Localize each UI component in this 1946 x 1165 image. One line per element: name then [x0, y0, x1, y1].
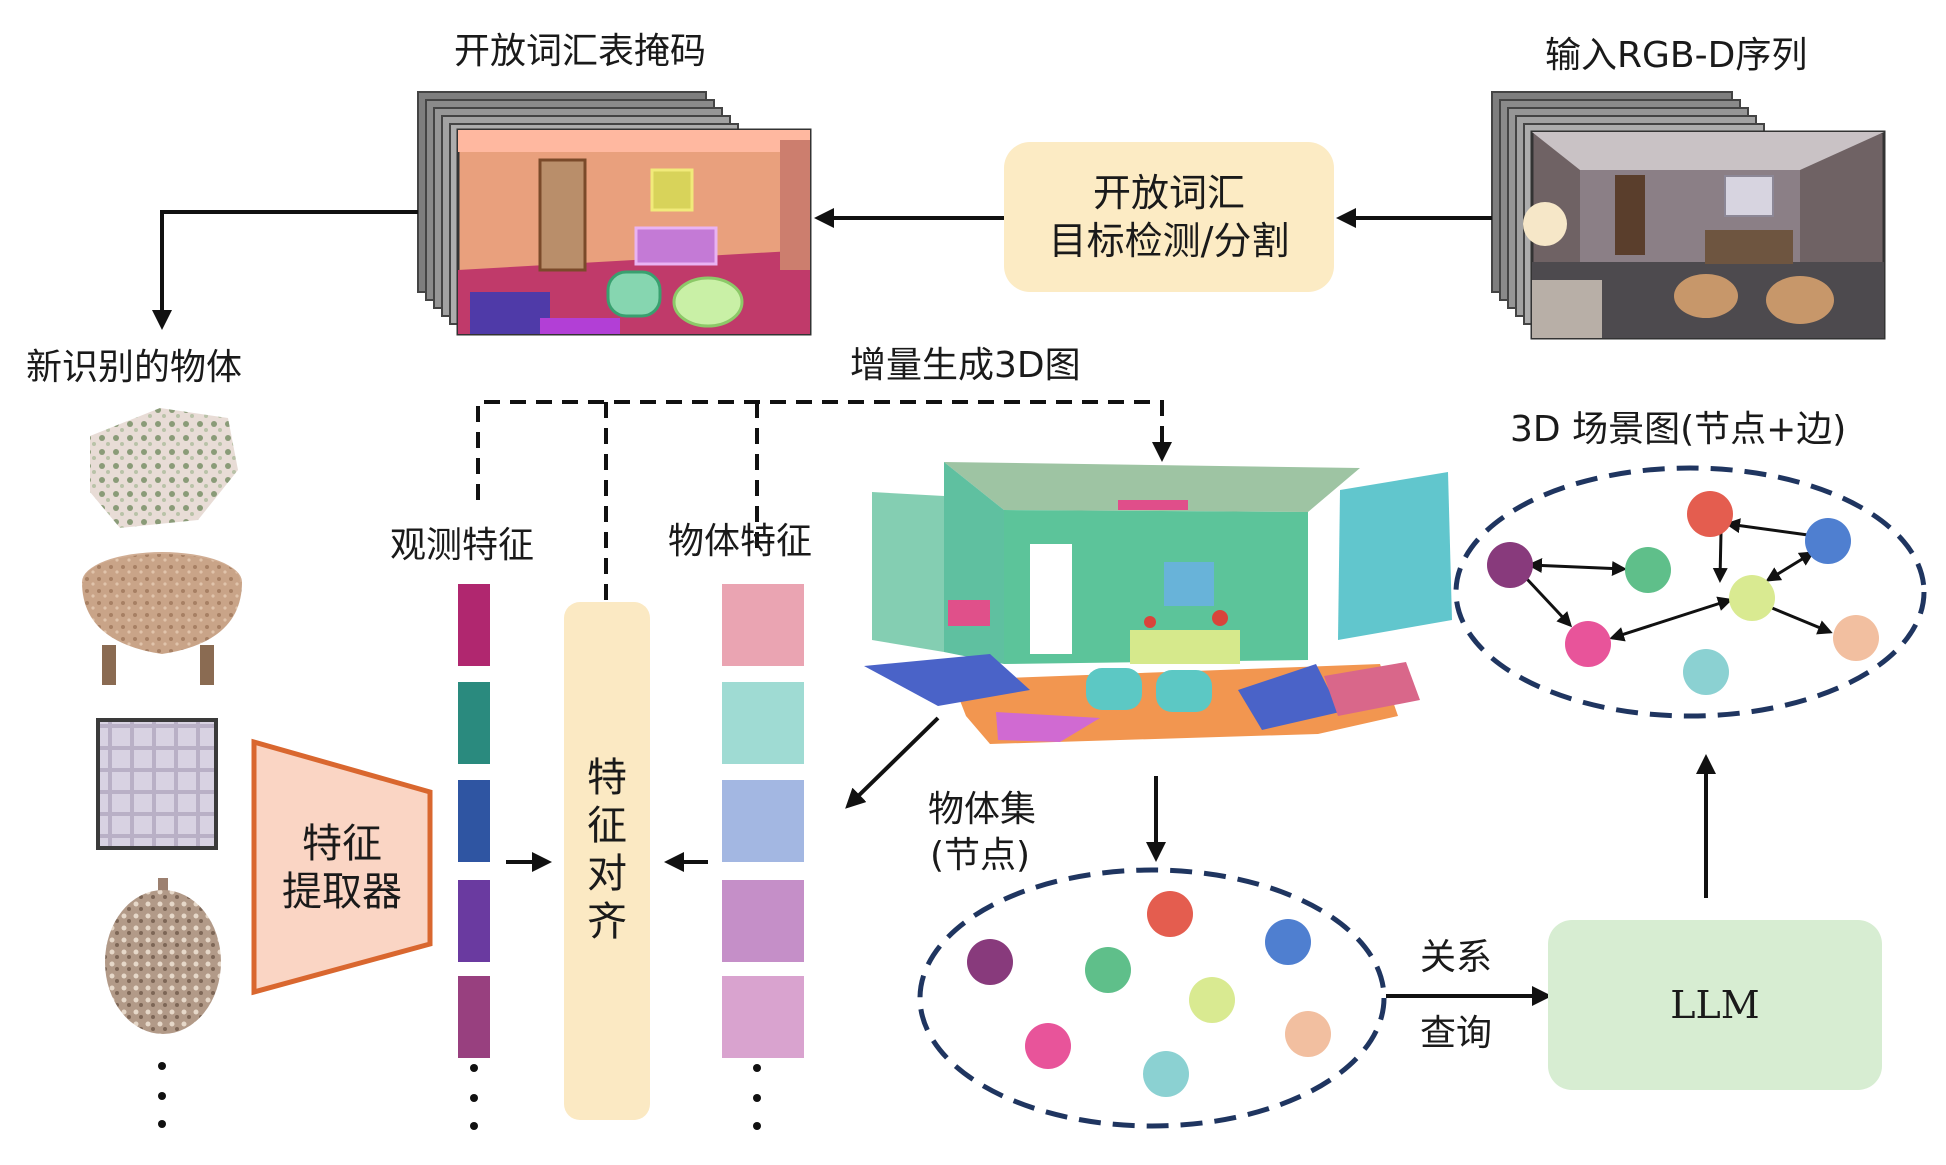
object-stool — [82, 552, 242, 685]
scene-graph-title: 3D 场景图(节点+边) — [1510, 412, 1846, 448]
object-vase — [105, 878, 221, 1034]
arrow-map-to-object-features — [848, 718, 938, 806]
arrow-masks-to-objects — [162, 212, 418, 326]
object-set-node — [1143, 1051, 1189, 1097]
scene-graph-edge — [1772, 608, 1830, 632]
alignment-char: 齐 — [587, 898, 627, 946]
new-objects-title: 新识别的物体 — [26, 350, 242, 386]
mask-image — [458, 130, 810, 334]
scene-graph-edge — [1526, 578, 1570, 625]
object-features-title: 物体特征 — [668, 524, 812, 560]
scene-graph-edge — [1768, 553, 1812, 580]
observation-features-title: 观测特征 — [390, 528, 534, 564]
scene-graph-node — [1729, 575, 1775, 621]
input-title: 输入RGB-D序列 — [1545, 38, 1807, 74]
point-cloud-3d-map — [864, 462, 1452, 744]
object-set-node — [1025, 1023, 1071, 1069]
scene-graph-edge — [1612, 600, 1730, 638]
observation-feature-block — [458, 976, 490, 1058]
object-set-node — [1285, 1011, 1331, 1057]
object-set-node — [1085, 947, 1131, 993]
rgbd-image — [1523, 132, 1884, 338]
object-feature-column — [722, 584, 804, 1058]
mask-frames-stack — [418, 92, 810, 334]
alignment-char: 征 — [587, 802, 627, 850]
object-set-node — [1189, 977, 1235, 1023]
observation-feature-block — [458, 682, 490, 764]
alignment-char: 特 — [587, 754, 627, 802]
observation-feature-block — [458, 880, 490, 962]
incremental-graph-title: 增量生成3D图 — [850, 348, 1081, 384]
scene-graph-edge — [1530, 565, 1624, 569]
object-list — [82, 408, 242, 1034]
object-curtain — [90, 408, 238, 528]
scene-graph-node — [1805, 518, 1851, 564]
object-list-ellipsis — [158, 1062, 166, 1128]
object-feature-ellipsis — [753, 1064, 761, 1130]
llm-label: LLM — [1548, 920, 1882, 1090]
object-set-node — [967, 939, 1013, 985]
extractor-label-line1: 特征 — [302, 820, 382, 868]
scene-graph-nodes — [1487, 491, 1879, 695]
observation-feature-column — [458, 584, 490, 1058]
scene-graph-edge — [1728, 524, 1808, 535]
extractor-label-line2: 提取器 — [282, 868, 402, 916]
object-set-node — [1265, 919, 1311, 965]
alignment-char: 对 — [587, 850, 627, 898]
object-set-subtitle: (节点) — [930, 838, 1030, 874]
scene-graph-node — [1683, 649, 1729, 695]
object-tiled-panel — [98, 720, 216, 848]
scene-graph-node — [1565, 621, 1611, 667]
detector-label-line1: 开放词汇 — [1093, 169, 1245, 217]
scene-graph-node — [1833, 615, 1879, 661]
detector-label: 开放词汇 目标检测/分割 — [1004, 142, 1334, 292]
observation-feature-block — [458, 780, 490, 862]
scene-graph-node — [1687, 491, 1733, 537]
rgbd-frames-stack — [1492, 92, 1884, 338]
scene-graph-edges — [1526, 524, 1830, 638]
object-feature-block — [722, 682, 804, 764]
object-feature-block — [722, 780, 804, 862]
query-label: 查询 — [1420, 1016, 1492, 1052]
extractor-label: 特征 提取器 — [254, 792, 430, 944]
object-feature-block — [722, 976, 804, 1058]
object-set-title: 物体集 — [928, 792, 1036, 828]
object-set-node — [1147, 891, 1193, 937]
observation-feature-block — [458, 584, 490, 666]
alignment-label: 特 征 对 齐 — [564, 740, 650, 960]
relation-label: 关系 — [1420, 940, 1492, 976]
object-set-nodes — [967, 891, 1331, 1097]
scene-graph-edge — [1720, 532, 1721, 580]
scene-graph-node — [1625, 547, 1671, 593]
detector-label-line2: 目标检测/分割 — [1049, 217, 1290, 265]
scene-graph-node — [1487, 542, 1533, 588]
object-feature-block — [722, 584, 804, 666]
object-feature-block — [722, 880, 804, 962]
masks-title: 开放词汇表掩码 — [454, 34, 706, 70]
observation-ellipsis — [470, 1064, 478, 1130]
